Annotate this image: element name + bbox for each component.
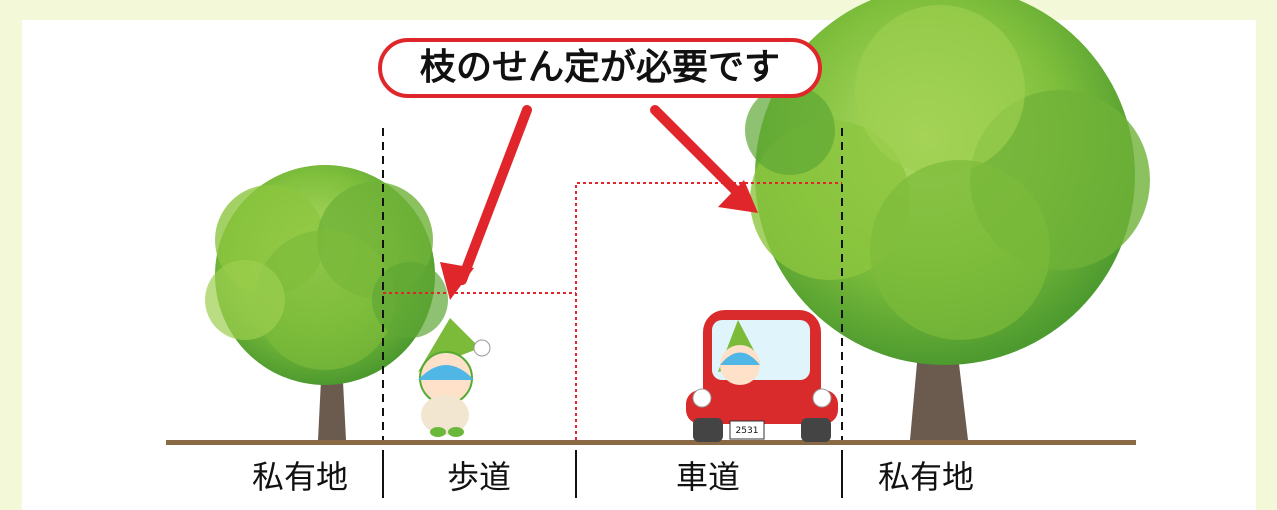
right-tree-icon bbox=[745, 0, 1150, 440]
callout-bubble bbox=[378, 38, 822, 98]
callout-text: 枝のせん定が必要です bbox=[419, 47, 780, 88]
arrow-icon bbox=[440, 105, 758, 300]
label-right-private-land: 私有地 bbox=[878, 458, 975, 496]
car-icon bbox=[686, 310, 838, 442]
label-roadway: 車道 bbox=[676, 458, 741, 496]
mascot-icon bbox=[418, 318, 491, 437]
left-tree-icon bbox=[205, 165, 448, 440]
clearance-lines bbox=[383, 182, 842, 440]
ground-line bbox=[166, 440, 1136, 445]
license-plate: 2531 bbox=[735, 426, 759, 436]
label-sidewalk: 歩道 bbox=[447, 458, 512, 496]
label-left-private-land: 私有地 bbox=[252, 458, 349, 496]
